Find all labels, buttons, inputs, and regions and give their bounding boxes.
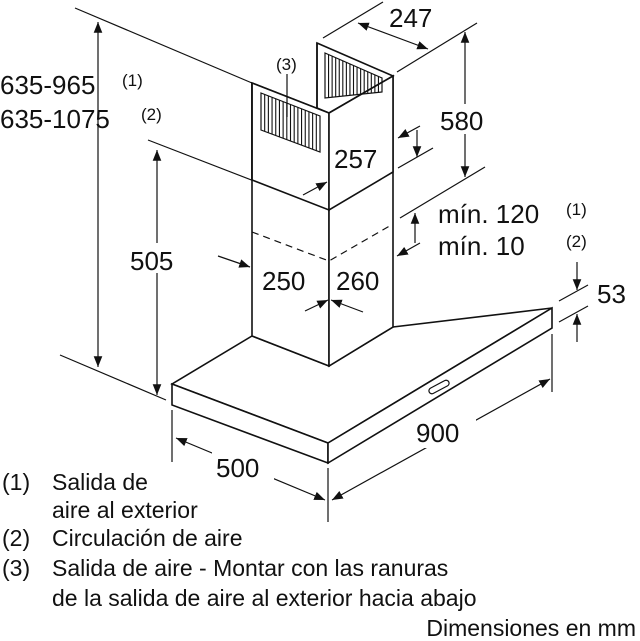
min-10: mín. 10: [438, 231, 525, 261]
width-260-arrow: [330, 299, 364, 313]
ext-line: [558, 284, 589, 302]
ext-line: [396, 22, 478, 73]
width-257-arrow: [397, 125, 421, 139]
ext-line: [322, 1, 384, 39]
legend: (1) Salida de aire al exterior (2) Circu…: [2, 469, 636, 641]
width-260-arrow: [304, 299, 329, 312]
lower-chimney-width: 260: [336, 266, 379, 296]
width-257-arrow: [302, 181, 328, 196]
min-120: mín. 120: [438, 199, 539, 229]
chimney-depth: 247: [389, 3, 432, 33]
legend-3-line-1: Salida de aire - Montar con las ranuras: [52, 555, 448, 581]
ext-line: [397, 147, 434, 169]
ceiling-height-2: 635-1075: [0, 104, 110, 134]
legend-3-num: (3): [2, 555, 30, 581]
legend-2-num: (2): [2, 525, 30, 551]
legend-3-line-2: de la salida de aire al exterior hacia a…: [52, 585, 477, 611]
min-120-note: (1): [566, 200, 587, 219]
vent-slots-right: [324, 52, 383, 99]
ceiling-height-1: 635-965: [0, 70, 95, 100]
upper-chimney-height: 580: [440, 106, 483, 136]
ceiling-height-1-note: (1): [122, 71, 143, 90]
height-505: 505: [130, 246, 173, 276]
ceiling-line: [74, 7, 253, 84]
legend-1-num: (1): [2, 469, 30, 495]
legend-2-line-1: Circulación de aire: [52, 525, 242, 551]
hood-depth: 500: [216, 453, 259, 483]
vent-callout: (3): [276, 55, 297, 74]
min-gap-arrow: [396, 242, 421, 257]
hood-thickness: 53: [597, 279, 626, 309]
ext-line: [399, 166, 486, 219]
lower-chimney-depth: 250: [262, 266, 305, 296]
hood-bottom-reference-line: [59, 354, 167, 401]
legend-1-line-1: Salida de: [52, 469, 148, 495]
legend-1-line-2: aire al exterior: [52, 497, 198, 523]
units-note: Dimensiones en mm: [426, 615, 636, 641]
upper-chimney-width: 257: [334, 144, 377, 174]
hood-width: 900: [416, 418, 459, 448]
ext-line: [558, 305, 589, 323]
depth-247-arrow: [357, 22, 429, 50]
min-10-note: (2): [566, 232, 587, 251]
ceiling-height-2-note: (2): [141, 105, 162, 124]
depth-250-arrow: [217, 255, 251, 268]
